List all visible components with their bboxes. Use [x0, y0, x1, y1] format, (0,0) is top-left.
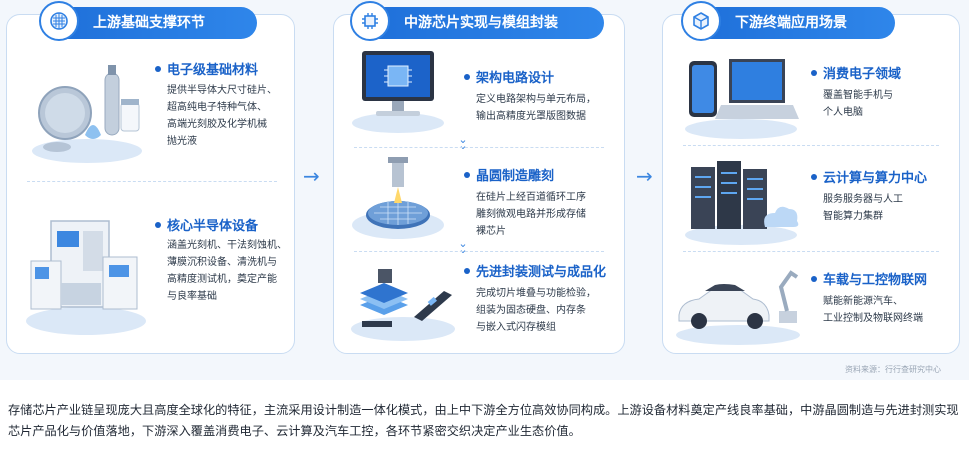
midstream-title: 中游芯片实现与模组封装	[404, 15, 558, 31]
section-divider	[683, 145, 939, 146]
automotive-title: 车载与工控物联网	[811, 269, 927, 288]
section-divider	[354, 251, 604, 252]
chevron-down-icon: ⌄⌄	[458, 133, 468, 152]
bullet-dot	[811, 275, 817, 282]
downstream-title: 下游终端应用场景	[735, 15, 847, 31]
consumer-title: 消费电子领域	[811, 63, 901, 82]
upstream-panel: 上游基础支撑环节 电子级基础材料 提供半导体大尺寸硅片、 超高纯电子特种气体、 …	[6, 1, 295, 354]
cloud-computing-illustration	[685, 161, 799, 245]
wafer-fab-desc: 在硅片上经百道循环工序 雕刻微观电路并形成存储 裸芯片	[476, 192, 586, 237]
packaging-desc: 完成切片堆叠与功能检验， 组装为固态硬盘、内存条 与嵌入式闪存模组	[476, 288, 596, 333]
equipment-illustration	[26, 220, 146, 335]
midstream-header: 中游芯片实现与模组封装	[350, 1, 604, 41]
packaging-title: 先进封装测试与成品化	[464, 261, 606, 280]
packaging-illustration	[351, 269, 455, 341]
cube-icon	[681, 1, 721, 41]
consumer-electronics-illustration	[685, 59, 799, 139]
automotive-desc: 赋能新能源汽车、 工业控制及物联网终端	[823, 296, 923, 324]
wafer-fab-illustration	[352, 157, 444, 239]
chip-icon	[350, 1, 390, 41]
flow-arrow-icon: →	[636, 164, 653, 188]
wafer-grid-icon	[39, 1, 79, 41]
design-desc: 定义电路架构与单元布局， 输出高精度光罩版图数据	[476, 94, 596, 122]
chevron-down-icon: ⌄⌄	[458, 237, 468, 256]
equipment-desc: 涵盖光刻机、干法刻蚀机、 薄膜沉积设备、清洗机与 高精度测试机，奠定产能 与良率…	[167, 240, 287, 302]
design-title: 架构电路设计	[464, 67, 554, 86]
upstream-title: 上游基础支撑环节	[93, 15, 205, 31]
midstream-panel: 中游芯片实现与模组封装 架构电路设计 定义电路架构与单元布局， 输出高精度光罩版…	[333, 1, 625, 354]
section-divider	[27, 181, 277, 182]
bullet-dot	[464, 73, 470, 80]
wafer-fab-title: 晶圆制造雕刻	[464, 165, 554, 184]
bullet-dot	[464, 267, 470, 274]
caption-text: 存储芯片产业链呈现庞大且高度全球化的特征，主流采用设计制造一体化模式，由上中下游…	[8, 403, 959, 438]
automotive-iot-illustration	[676, 270, 800, 345]
section-divider	[683, 251, 939, 252]
bullet-dot	[155, 221, 161, 228]
materials-illustration	[32, 65, 142, 163]
bullet-dot	[811, 173, 817, 180]
flow-arrow-icon: →	[303, 164, 320, 188]
source-note: 资料来源：行行查研究中心	[845, 365, 941, 374]
downstream-panel: 下游终端应用场景 消费电子领域 覆盖智能手机与 个人电脑 云计算与算力中心 服务…	[662, 1, 960, 354]
bullet-dot	[811, 69, 817, 76]
bullet-dot	[464, 171, 470, 178]
section-divider	[354, 147, 604, 148]
materials-title: 电子级基础材料	[155, 59, 258, 78]
diagram-canvas: 上游基础支撑环节 电子级基础材料 提供半导体大尺寸硅片、 超高纯电子特种气体、 …	[0, 0, 969, 380]
consumer-desc: 覆盖智能手机与 个人电脑	[823, 90, 893, 118]
cloud-desc: 服务服务器与人工 智能算力集群	[823, 194, 903, 222]
materials-desc: 提供半导体大尺寸硅片、 超高纯电子特种气体、 高端光刻胶及化学机械 抛光液	[167, 85, 277, 147]
design-illustration	[352, 51, 444, 133]
cloud-title: 云计算与算力中心	[811, 167, 927, 186]
upstream-header: 上游基础支撑环节	[39, 1, 257, 41]
bullet-dot	[155, 65, 161, 72]
equipment-title: 核心半导体设备	[155, 215, 258, 234]
downstream-header: 下游终端应用场景	[681, 1, 895, 41]
